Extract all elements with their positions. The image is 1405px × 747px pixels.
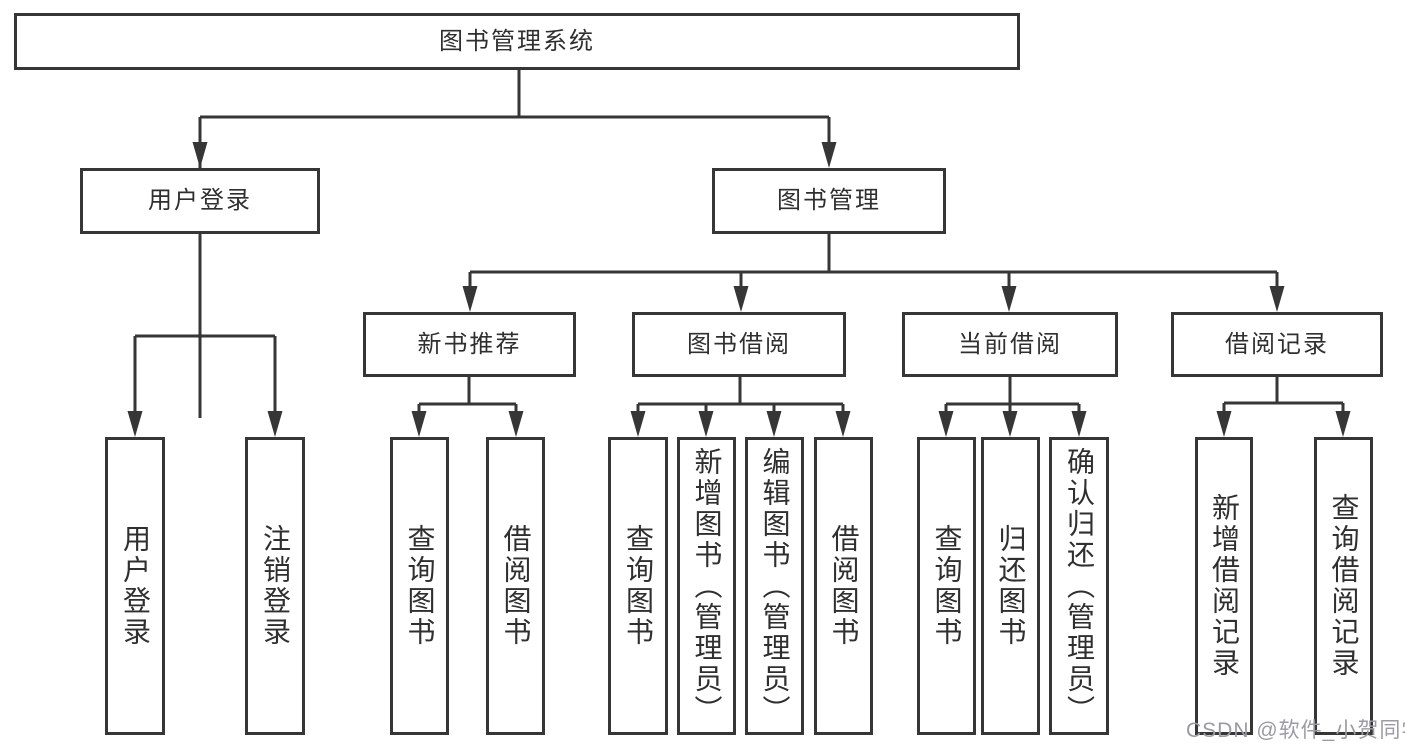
leaf-user-login: 用户登录 [105,437,165,735]
node-user-login-label: 用户登录 [148,187,252,214]
arrowhead [1071,411,1087,437]
leaf-query-borrow-record: 查询借阅记录 [1314,437,1373,735]
leaf-query-books-recommend: 查询图书 [390,437,449,735]
arrowhead [766,411,782,437]
arrowhead [1335,411,1351,437]
arrowhead [1002,411,1018,437]
node-current-borrowing: 当前借阅 [902,312,1118,377]
csdn-watermark: CSDN @软件_小贺同学 [1186,719,1405,742]
group-label: 新书推荐 [417,330,522,358]
node-borrowing-records: 借阅记录 [1171,312,1383,377]
arrowhead [1216,411,1232,437]
arrowhead [1269,286,1285,312]
arrowhead [733,286,749,312]
group-label: 图书借阅 [687,330,791,358]
node-root-label: 图书管理系统 [439,27,595,55]
node-book-borrowing: 图书借阅 [632,312,846,377]
arrowhead [508,411,524,437]
connector-paths [133,70,1345,418]
leaf-query-books-borrowing: 查询图书 [608,437,668,735]
node-root: 图书管理系统 [14,13,1020,70]
arrowhead [192,142,208,168]
arrowheads [127,142,1351,437]
node-book-management: 图书管理 [712,168,946,234]
arrowhead [462,286,478,312]
leaf-edit-books-admin: 编辑图书（管理员） [745,437,804,735]
node-user-login: 用户登录 [80,168,320,234]
leaf-add-borrow-record: 新增借阅记录 [1195,437,1253,735]
leaf-borrow-books: 借阅图书 [814,437,873,735]
arrowhead [127,411,143,437]
group-label: 借阅记录 [1225,330,1329,358]
arrowhead [938,411,954,437]
leaf-logout: 注销登录 [245,437,305,735]
leaf-return-books: 归还图书 [981,437,1040,735]
leaf-add-books-admin: 新增图书（管理员） [677,437,736,735]
node-book-management-label: 图书管理 [777,187,881,214]
node-new-book-recommendation: 新书推荐 [363,312,576,377]
group-label: 当前借阅 [958,330,1062,358]
arrowhead [267,411,283,437]
arrowhead [821,142,837,168]
arrowhead [1001,286,1017,312]
arrowhead [630,411,646,437]
leaf-confirm-return-admin: 确认归还（管理员） [1049,437,1109,735]
arrowhead [835,411,851,437]
arrowhead [698,411,714,437]
leaf-borrow-books-recommend: 借阅图书 [486,437,545,735]
arrowhead [411,411,427,437]
leaf-query-books-current: 查询图书 [917,437,976,735]
